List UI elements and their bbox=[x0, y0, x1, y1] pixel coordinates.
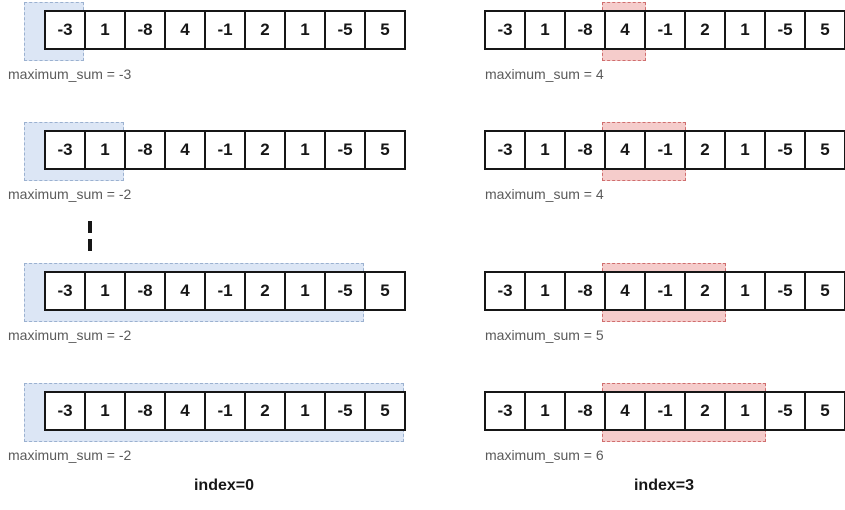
array-cell: -8 bbox=[126, 130, 166, 170]
array-cell: 2 bbox=[686, 271, 726, 311]
array-cell: 5 bbox=[366, 130, 406, 170]
array-cell: -3 bbox=[44, 130, 86, 170]
array-cell: 4 bbox=[166, 10, 206, 50]
array-cell: -5 bbox=[766, 10, 806, 50]
array-cell: -1 bbox=[646, 391, 686, 431]
array-cell: 4 bbox=[606, 10, 646, 50]
array-cell: -8 bbox=[566, 391, 606, 431]
array-cell: 4 bbox=[166, 271, 206, 311]
array-cell: 4 bbox=[606, 391, 646, 431]
array-cell: 1 bbox=[726, 271, 766, 311]
array-cell: -5 bbox=[766, 130, 806, 170]
array-cell: 2 bbox=[686, 130, 726, 170]
sum-label: maximum_sum = -3 bbox=[8, 66, 132, 82]
array-cell: 5 bbox=[366, 10, 406, 50]
array-cell: 4 bbox=[606, 130, 646, 170]
array-cell: 1 bbox=[726, 391, 766, 431]
array-cell: 1 bbox=[286, 271, 326, 311]
array-cell: 1 bbox=[86, 391, 126, 431]
array-cell: -5 bbox=[766, 271, 806, 311]
array-cell: -3 bbox=[484, 130, 526, 170]
array-cell: -8 bbox=[126, 271, 166, 311]
array-cell: -3 bbox=[44, 271, 86, 311]
sum-label: maximum_sum = 5 bbox=[485, 327, 604, 343]
sum-label: maximum_sum = -2 bbox=[8, 186, 132, 202]
sum-label: maximum_sum = 4 bbox=[485, 66, 604, 82]
array-cell: 2 bbox=[686, 391, 726, 431]
array-cell: -5 bbox=[326, 130, 366, 170]
index-label-right: index=3 bbox=[633, 477, 695, 494]
array-cell: -5 bbox=[326, 271, 366, 311]
array-cell: 2 bbox=[246, 130, 286, 170]
array-cell: 5 bbox=[806, 130, 845, 170]
array-cell: 5 bbox=[806, 10, 845, 50]
array-cell: 1 bbox=[526, 10, 566, 50]
ellipsis-dashes bbox=[88, 221, 92, 251]
array-cell: 4 bbox=[166, 391, 206, 431]
array-cell: 1 bbox=[526, 391, 566, 431]
array-cell: -3 bbox=[44, 10, 86, 50]
array-cell: -5 bbox=[326, 391, 366, 431]
array-cell: 1 bbox=[86, 271, 126, 311]
array-cell: 1 bbox=[86, 130, 126, 170]
array-cell: 2 bbox=[246, 271, 286, 311]
array-cell: -8 bbox=[126, 10, 166, 50]
array-cell: -8 bbox=[566, 271, 606, 311]
sum-label: maximum_sum = -2 bbox=[8, 327, 132, 343]
array-cell: 1 bbox=[86, 10, 126, 50]
array-cell: -3 bbox=[484, 271, 526, 311]
array-cell: -1 bbox=[646, 10, 686, 50]
array-cell: -3 bbox=[484, 391, 526, 431]
array-cell: -1 bbox=[646, 271, 686, 311]
array-cell: -8 bbox=[566, 10, 606, 50]
sum-label: maximum_sum = 4 bbox=[485, 186, 604, 202]
array-cell: 2 bbox=[246, 10, 286, 50]
index-label-left: index=0 bbox=[193, 477, 255, 494]
array-cell: 5 bbox=[366, 391, 406, 431]
array-cell: 2 bbox=[246, 391, 286, 431]
dash bbox=[88, 221, 92, 233]
array-cell: -5 bbox=[326, 10, 366, 50]
array-cell: -5 bbox=[766, 391, 806, 431]
sum-label: maximum_sum = -2 bbox=[8, 447, 132, 463]
array-cell: -1 bbox=[646, 130, 686, 170]
array-cell: 1 bbox=[726, 10, 766, 50]
array-cell: 1 bbox=[286, 10, 326, 50]
array-cell: -1 bbox=[206, 391, 246, 431]
array-cell: -1 bbox=[206, 10, 246, 50]
array-cell: 1 bbox=[286, 130, 326, 170]
array-cell: 1 bbox=[286, 391, 326, 431]
array-cell: -8 bbox=[566, 130, 606, 170]
array-cell: 4 bbox=[606, 271, 646, 311]
array-cell: 5 bbox=[806, 271, 845, 311]
array-cell: 4 bbox=[166, 130, 206, 170]
array-cell: 1 bbox=[726, 130, 766, 170]
array-cell: 1 bbox=[526, 271, 566, 311]
array-cell: 5 bbox=[366, 271, 406, 311]
sum-label: maximum_sum = 6 bbox=[485, 447, 604, 463]
array-cell: -3 bbox=[44, 391, 86, 431]
array-cell: 1 bbox=[526, 130, 566, 170]
array-cell: -1 bbox=[206, 130, 246, 170]
array-cell: -1 bbox=[206, 271, 246, 311]
array-cell: -3 bbox=[484, 10, 526, 50]
array-cell: -8 bbox=[126, 391, 166, 431]
array-cell: 2 bbox=[686, 10, 726, 50]
dash bbox=[88, 239, 92, 251]
array-cell: 5 bbox=[806, 391, 845, 431]
